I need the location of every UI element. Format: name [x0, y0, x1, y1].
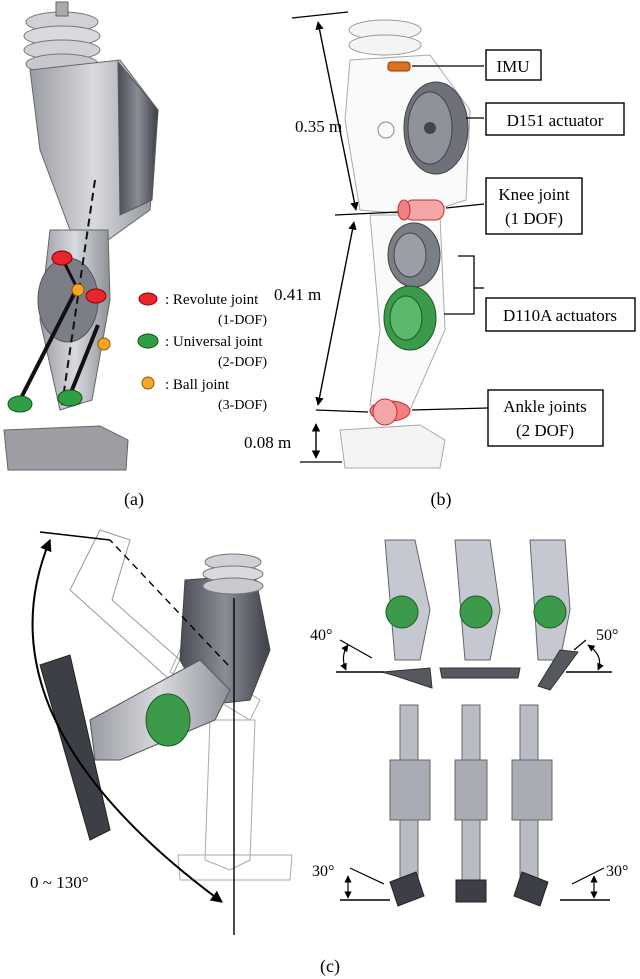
ball-joint-marker-1 [71, 283, 85, 297]
ball-joint-marker-2 [97, 337, 111, 351]
ankle-callout-box [487, 389, 604, 447]
roll-right-angle: 30° [606, 863, 628, 880]
universal-legend-swatch [137, 333, 159, 349]
panel-c-ankle-pitch-renders [336, 539, 612, 691]
d110a-callout-box [485, 297, 636, 332]
imu-callout-box [485, 49, 542, 81]
d110a-callout-label: D110A actuators [503, 306, 617, 325]
panel-label-b: (b) [431, 489, 452, 510]
panel-label-a: (a) [124, 489, 144, 510]
panel-b-leg-outline [339, 19, 471, 469]
joint-legend: : Revolute joint (1-DOF) : Universal joi… [137, 292, 267, 413]
knee-callout-box [485, 177, 583, 235]
legend-ball-sub: (3-DOF) [218, 398, 267, 413]
knee-joint-part [397, 199, 445, 221]
dimension-lower-label: 0.41 m [274, 285, 321, 304]
ankle-callout-line2: (2 DOF) [516, 421, 574, 440]
callout-leaders [411, 65, 489, 411]
dimension-lines [291, 11, 399, 463]
d151-callout-label: D151 actuator [507, 111, 604, 130]
knee-range-label: 0 ~ 130° [30, 873, 89, 892]
panel-a-leg-render [3, 1, 159, 471]
universal-joint-marker-2 [57, 389, 83, 407]
dimension-upper-label: 0.35 m [295, 117, 342, 136]
d151-actuator-part [403, 81, 469, 175]
imu-callout-label: IMU [496, 57, 529, 76]
imu-part [387, 61, 411, 72]
legend-revolute-label: : Revolute joint [165, 292, 259, 308]
pitch-left-angle: 40° [310, 627, 332, 644]
legend-universal-sub: (2-DOF) [218, 355, 267, 370]
knee-callout-line2: (1 DOF) [505, 209, 563, 228]
dimension-foot-label: 0.08 m [244, 433, 291, 452]
ankle-callout-line1: Ankle joints [503, 397, 587, 416]
knee-callout-line1: Knee joint [498, 185, 570, 204]
roll-left-angle: 30° [312, 863, 334, 880]
pitch-right-angle: 50° [596, 627, 618, 644]
panel-c-ankle-roll-renders [340, 704, 610, 907]
panel-label-c: (c) [320, 956, 340, 977]
d110a-actuator-lower [383, 285, 437, 351]
d110a-actuator-upper [387, 222, 441, 288]
legend-ball-label: : Ball joint [165, 377, 230, 393]
ball-legend-swatch [141, 376, 155, 390]
revolute-joint-marker-2 [85, 288, 107, 304]
ankle-joint-part [369, 398, 411, 426]
universal-joint-marker-1 [7, 395, 33, 413]
revolute-joint-marker-1 [51, 250, 73, 266]
legend-universal-label: : Universal joint [165, 334, 263, 350]
legend-revolute-sub: (1-DOF) [218, 313, 267, 328]
d151-callout-box [485, 102, 625, 136]
panel-c-knee-range-render [31, 529, 293, 935]
revolute-legend-swatch [138, 292, 158, 306]
